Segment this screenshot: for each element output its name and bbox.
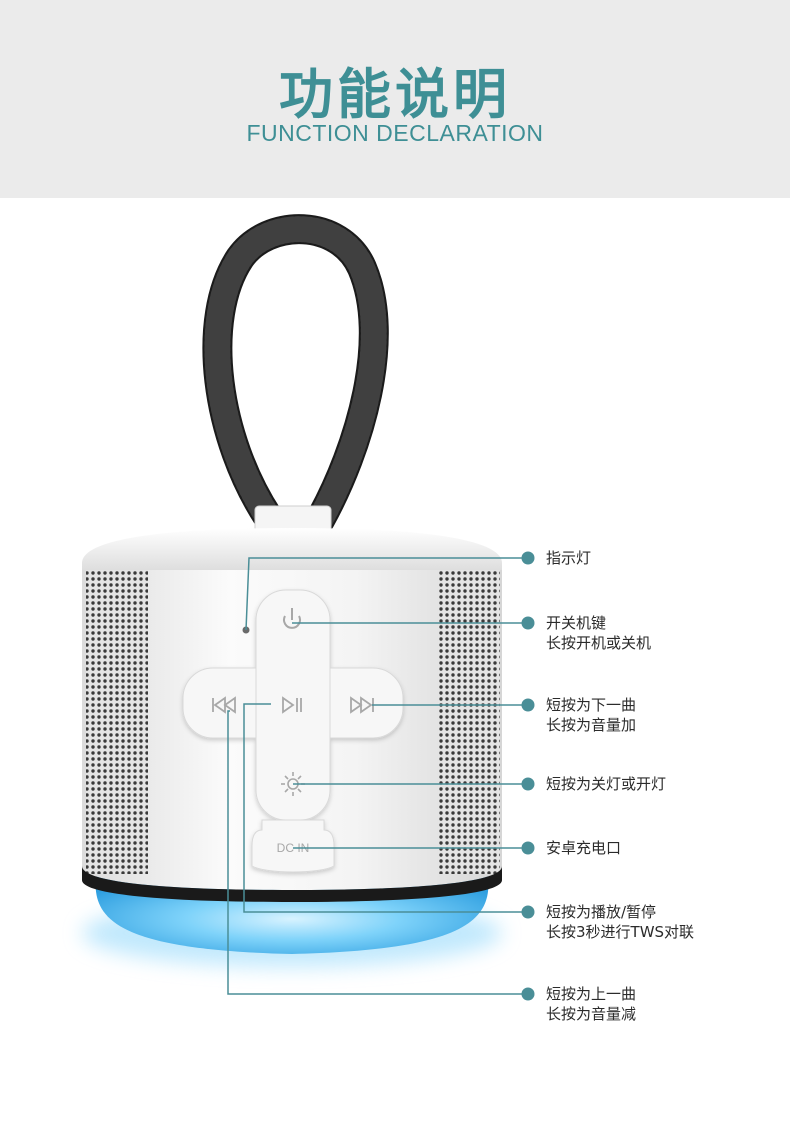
callout-dc: 安卓充电口 <box>546 838 621 858</box>
previous-track-button[interactable] <box>212 696 236 714</box>
callout-power-line2: 长按开机或关机 <box>546 634 652 652</box>
callout-power-line1: 开关机键 <box>546 614 607 632</box>
speaker-illustration: DC IN <box>82 214 535 1001</box>
callout-next: 短按为下一曲 长按为音量加 <box>546 695 636 735</box>
callout-play: 短按为播放/暂停 长按3秒进行TWS对联 <box>546 902 694 942</box>
grille-left <box>86 564 148 874</box>
callout-dots <box>521 551 535 1001</box>
callout-next-line1: 短按为下一曲 <box>546 696 637 714</box>
page-subtitle: FUNCTION DECLARATION <box>246 120 544 146</box>
previous-track-icon <box>212 696 236 714</box>
callout-power: 开关机键 长按开机或关机 <box>546 613 651 653</box>
callout-play-line2: 长按3秒进行TWS对联 <box>546 923 695 941</box>
callout-prev-line1: 短按为上一曲 <box>546 985 637 1003</box>
callout-play-line1: 短按为播放/暂停 <box>546 903 657 921</box>
callout-indicator: 指示灯 <box>546 548 591 568</box>
callout-light-line1: 短按为关灯或开灯 <box>546 775 667 793</box>
play-pause-button[interactable] <box>282 696 302 714</box>
callout-line-prev <box>227 710 527 995</box>
callout-light: 短按为关灯或开灯 <box>546 774 666 794</box>
play-pause-icon <box>282 696 302 714</box>
callout-lines <box>227 557 527 995</box>
grille-right <box>438 564 500 874</box>
callout-dc-line1: 安卓充电口 <box>546 839 622 857</box>
page-title: 功能说明 <box>279 63 511 126</box>
callout-prev-line2: 长按为音量减 <box>546 1005 637 1023</box>
strap <box>202 214 389 535</box>
power-icon <box>283 608 301 629</box>
power-button[interactable] <box>283 608 301 629</box>
callout-indicator-line1: 指示灯 <box>546 549 592 567</box>
callout-line-indicator <box>245 557 527 631</box>
callout-next-line2: 长按为音量加 <box>546 716 637 734</box>
callout-line-play <box>243 703 527 913</box>
callout-prev: 短按为上一曲 长按为音量减 <box>546 984 636 1024</box>
header-banner: 功能说明 FUNCTION DECLARATION <box>0 0 790 198</box>
